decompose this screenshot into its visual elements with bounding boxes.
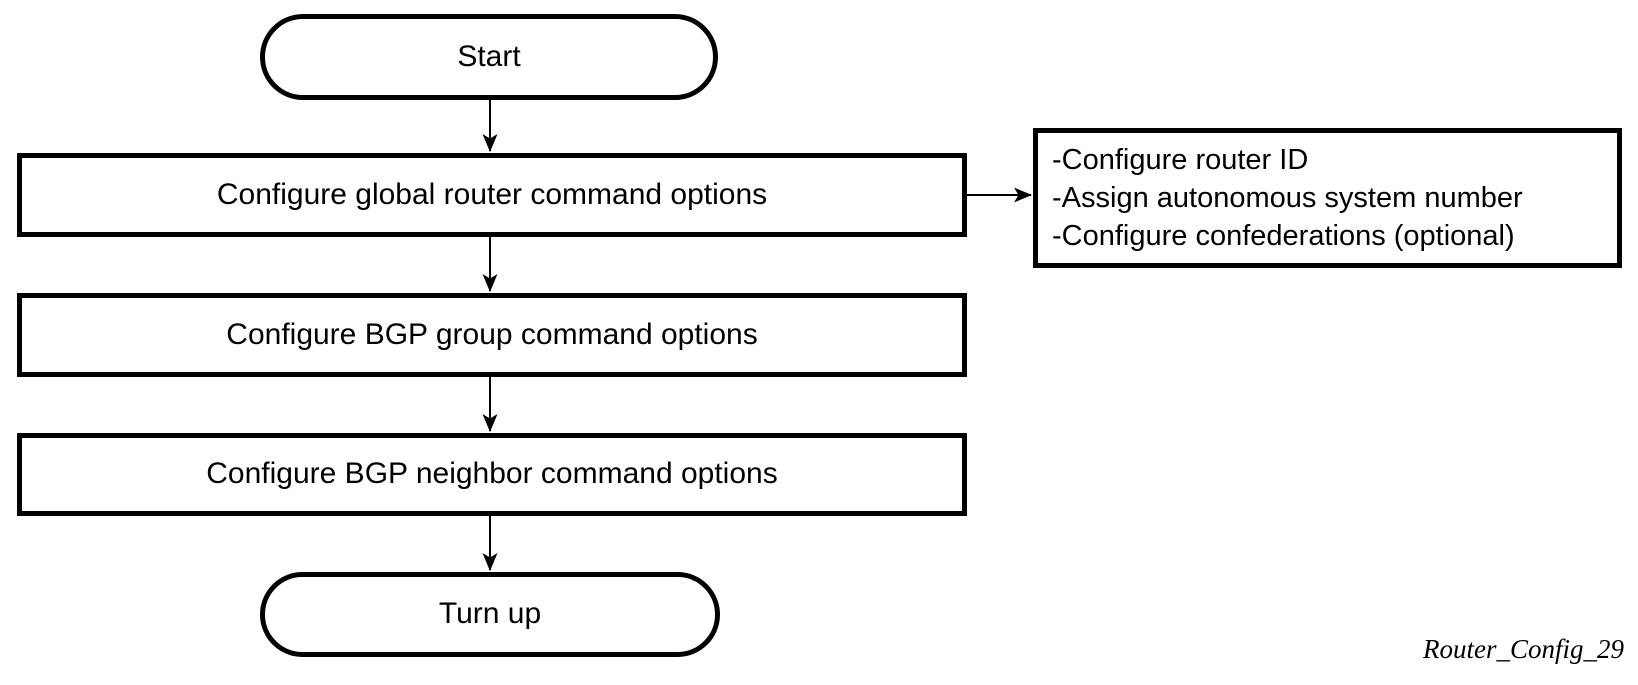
node-configure-bgp-neighbor-label: Configure BGP neighbor command options: [206, 457, 778, 491]
side-note-box: -Configure router ID -Assign autonomous …: [1033, 128, 1622, 268]
side-note-line-1: -Configure router ID: [1052, 144, 1309, 176]
node-configure-bgp-neighbor: Configure BGP neighbor command options: [17, 433, 967, 516]
node-configure-bgp-group: Configure BGP group command options: [17, 293, 967, 377]
node-turn-up: Turn up: [260, 572, 720, 657]
figure-caption: Router_Config_29: [1423, 634, 1624, 664]
side-note-line-2: -Assign autonomous system number: [1052, 182, 1523, 214]
node-configure-global-router-label: Configure global router command options: [216, 177, 768, 211]
node-configure-bgp-group-label: Configure BGP group command options: [226, 317, 758, 351]
side-note-line-3: -Configure confederations (optional): [1052, 220, 1515, 252]
node-configure-global-router: Configure global router command options: [17, 153, 967, 237]
node-start: Start: [260, 14, 718, 100]
node-turn-up-label: Turn up: [438, 597, 542, 631]
node-start-label: Start: [457, 39, 521, 73]
